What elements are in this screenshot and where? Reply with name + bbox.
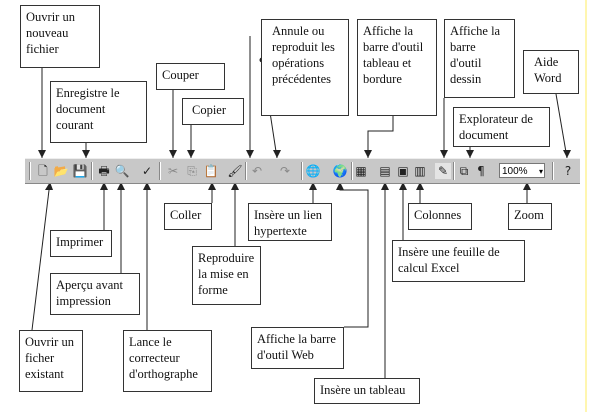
label-columns: Colonnes bbox=[408, 203, 472, 230]
columns-icon[interactable]: ▥ bbox=[414, 164, 426, 178]
label-spellcheck: Lance le correcteur d'orthographe bbox=[123, 330, 212, 392]
new-document-icon[interactable]: 🗋 bbox=[38, 164, 48, 178]
label-format-painter: Reproduire la mise en forme bbox=[192, 246, 261, 305]
tables-borders-icon[interactable]: ▦ bbox=[355, 164, 367, 178]
label-preview: Aperçu avant impression bbox=[50, 273, 140, 315]
label-paste: Coller bbox=[164, 203, 212, 230]
print-preview-icon[interactable]: 🔍 bbox=[114, 164, 130, 178]
print-icon[interactable]: 🖶 bbox=[98, 164, 110, 178]
label-document-map: Explorateur de document bbox=[453, 107, 550, 147]
hyperlink-icon[interactable]: 🌐 bbox=[305, 164, 321, 178]
chevron-down-icon[interactable]: ▾ bbox=[538, 167, 543, 176]
label-open: Ouvrir un ficher existant bbox=[19, 330, 83, 392]
spellcheck-icon[interactable]: ✓ bbox=[141, 164, 153, 178]
label-help: Aide Word bbox=[523, 50, 579, 94]
help-icon[interactable]: ? bbox=[564, 164, 572, 178]
label-undo: Annule ou reproduit les opérations précé… bbox=[261, 19, 349, 116]
insert-excel-icon[interactable]: ▣ bbox=[397, 164, 409, 178]
label-zoom: Zoom bbox=[508, 203, 552, 230]
label-excel: Insère une feuille de calcul Excel bbox=[392, 240, 525, 282]
paste-icon[interactable]: 📋 bbox=[203, 164, 219, 178]
document-map-icon[interactable]: ⧉ bbox=[459, 164, 469, 178]
open-folder-icon[interactable]: 📂 bbox=[53, 164, 69, 178]
insert-table-icon[interactable]: ▤ bbox=[379, 164, 391, 178]
redo-icon[interactable]: ↷ bbox=[279, 164, 291, 178]
drawing-icon[interactable]: ✎ bbox=[435, 163, 451, 179]
label-tables-borders: Affiche la barre d'outil tableau et bord… bbox=[357, 19, 437, 116]
label-hyperlink: Insère un lien hypertexte bbox=[248, 203, 332, 241]
standard-toolbar: 🗋 📂 💾 🖶 🔍 ✓ ✂ ⎘ 📋 🖌 ↶ ↷ 🌐 🌍 ▦ ▤ ▣ ▥ ✎ ⧉ … bbox=[25, 158, 580, 184]
edge-line bbox=[585, 0, 587, 412]
undo-icon[interactable]: ↶ bbox=[251, 164, 263, 178]
label-insert-table: Insère un tableau bbox=[314, 378, 420, 404]
label-new: Ouvrir un nouveau fichier bbox=[20, 5, 100, 68]
label-web-toolbar: Affiche la barre d'outil Web bbox=[251, 327, 344, 369]
web-toolbar-icon[interactable]: 🌍 bbox=[332, 164, 348, 178]
label-drawing: Affiche la barre d'outil dessin bbox=[444, 19, 515, 98]
save-icon[interactable]: 💾 bbox=[72, 164, 88, 178]
copy-icon[interactable]: ⎘ bbox=[187, 164, 197, 178]
pilcrow-icon[interactable]: ¶ bbox=[477, 164, 485, 178]
zoom-select[interactable]: 100% ▾ bbox=[499, 163, 545, 178]
label-copy: Copier bbox=[182, 98, 244, 125]
cut-icon[interactable]: ✂ bbox=[167, 164, 179, 178]
format-painter-icon[interactable]: 🖌 bbox=[227, 164, 243, 178]
label-save: Enregistre le document courant bbox=[50, 81, 147, 143]
zoom-value: 100% bbox=[502, 166, 528, 177]
label-print: Imprimer bbox=[50, 230, 112, 257]
label-cut: Couper bbox=[156, 63, 225, 90]
